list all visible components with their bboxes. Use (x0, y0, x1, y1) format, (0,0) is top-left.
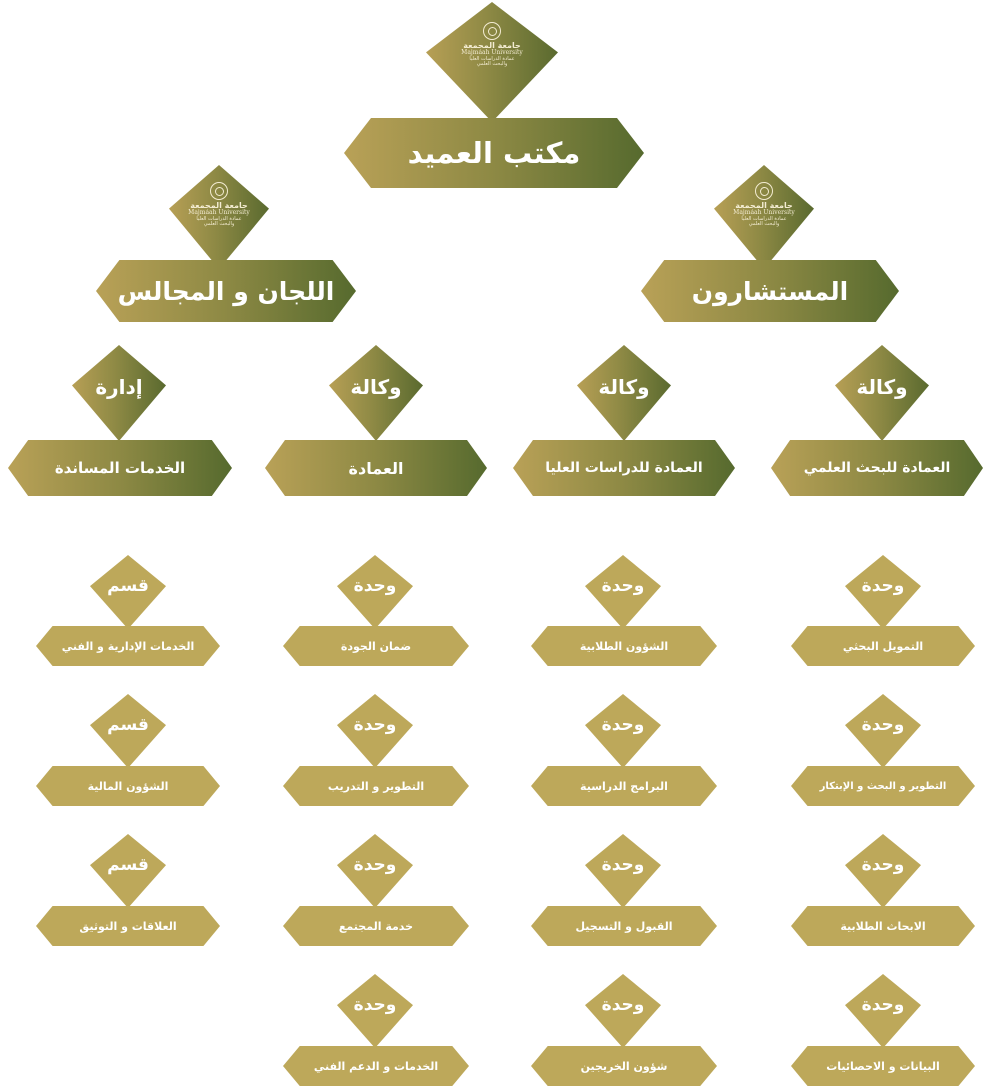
unit-bar: التمويل البحثي (791, 626, 975, 666)
unit-bar: التطوير و البحث و الإبتكار (791, 766, 975, 806)
unit-bar: الخدمات الإدارية و الفني (36, 626, 220, 666)
unit-bar: خدمة المجتمع (283, 906, 469, 946)
unit-badge: وحدة (585, 694, 661, 768)
unit-bar: الابحاث الطلابية (791, 906, 975, 946)
vice-badge: إدارة (72, 345, 166, 441)
unit-bar: البرامج الدراسية (531, 766, 717, 806)
university-logo: جامعة المجمعة Majmaah University عمادة ا… (178, 182, 260, 227)
vice-bar: الخدمات المساندة (8, 440, 232, 496)
unit-bar: الخدمات و الدعم الفني (283, 1046, 469, 1086)
vice-badge: وكالة (329, 345, 423, 441)
unit-bar: التطوير و التدريب (283, 766, 469, 806)
unit-bar: شؤون الخريجين (531, 1046, 717, 1086)
unit-bar: القبول و التسجيل (531, 906, 717, 946)
unit-bar: الشؤون الطلابية (531, 626, 717, 666)
unit-badge: قسم (90, 694, 166, 768)
unit-badge: وحدة (845, 694, 921, 768)
unit-badge: قسم (90, 555, 166, 629)
unit-badge: وحدة (337, 974, 413, 1048)
university-logo: جامعة المجمعة Majmaah University عمادة ا… (446, 22, 538, 67)
vice-bar: العمادة للدراسات العليا (513, 440, 735, 496)
unit-badge: وحدة (845, 555, 921, 629)
unit-bar: البيانات و الاحصائيات (791, 1046, 975, 1086)
unit-bar: العلاقات و التوثيق (36, 906, 220, 946)
vice-badge: وكالة (577, 345, 671, 441)
unit-bar: ضمان الجودة (283, 626, 469, 666)
unit-badge: وحدة (585, 834, 661, 908)
emblem-icon (483, 22, 501, 40)
emblem-icon (755, 182, 773, 200)
unit-badge: وحدة (845, 834, 921, 908)
dean-office-bar: مكتب العميد (344, 118, 644, 188)
unit-badge: وحدة (585, 974, 661, 1048)
committees-bar: اللجان و المجالس (96, 260, 356, 322)
emblem-icon (210, 182, 228, 200)
unit-badge: وحدة (337, 834, 413, 908)
unit-bar: الشؤون المالية (36, 766, 220, 806)
vice-badge: وكالة (835, 345, 929, 441)
unit-badge: وحدة (845, 974, 921, 1048)
unit-badge: وحدة (337, 555, 413, 629)
vice-bar: العمادة للبحث العلمي (771, 440, 983, 496)
advisors-bar: المستشارون (641, 260, 899, 322)
unit-badge: وحدة (337, 694, 413, 768)
vice-bar: العمادة (265, 440, 487, 496)
unit-badge: قسم (90, 834, 166, 908)
unit-badge: وحدة (585, 555, 661, 629)
university-logo: جامعة المجمعة Majmaah University عمادة ا… (723, 182, 805, 227)
